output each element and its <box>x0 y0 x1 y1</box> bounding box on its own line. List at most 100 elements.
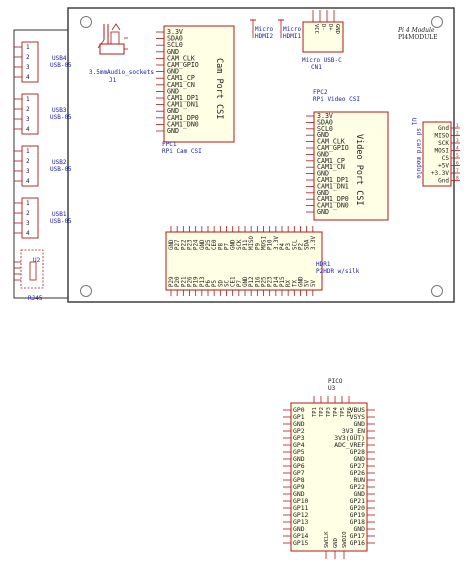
pico-bottom-pin-label: SWDIO <box>342 531 348 548</box>
pico-right-pin-label: VSYS <box>350 413 366 421</box>
pico-right-pin-label: GP26 <box>350 469 366 477</box>
hdr-top-pin-label: P4 <box>280 243 286 250</box>
cam-port-body <box>163 25 235 143</box>
hdr-bottom-pin-label: P21 <box>181 276 187 287</box>
video-port-block: Video Port CSI FPC2 RPi Video CSI 3.3VSD… <box>306 89 389 221</box>
pico-top-pin-label: TP3 <box>326 407 332 417</box>
cam-pin-label: GND <box>167 127 179 135</box>
video-pin-label: CAM1_CP <box>317 157 345 165</box>
hdr-top-pin-label: P3 <box>286 243 292 250</box>
hdr-bottom-pin-label: GND <box>243 276 249 287</box>
hdr-bottom-pin-label: 5V <box>311 280 317 287</box>
usb-c-pin-label: D+ <box>327 24 333 31</box>
hdr-top-pin-label: GND <box>200 239 206 250</box>
usb-pin-number: 2 <box>26 210 30 217</box>
cam-pin-label: CAM1_DP0 <box>167 114 199 122</box>
usb-pin-number: 1 <box>26 200 30 207</box>
usb-pin-number: 1 <box>26 44 30 51</box>
hdr-top-pin-label: MISO <box>249 236 255 250</box>
hdr-bottom-pin-label: P16 <box>255 276 261 287</box>
pico-left-pin-label: GP0 <box>293 406 305 414</box>
hdr-top-pin-label: GND <box>231 239 237 250</box>
cam-pin-label: CAM1_DN1 <box>167 101 199 109</box>
pico-right-pin-label: GND <box>353 525 365 533</box>
mount-hole-bottom-left <box>80 285 92 297</box>
hdr-bottom-pin-label: P6 <box>206 280 212 287</box>
video-pin-label: CAM1_DP1 <box>317 176 349 184</box>
pico-right-pin-label: ADC_VREF <box>334 441 365 449</box>
mount-hole-top-right <box>431 16 443 28</box>
pico-right-pin-label: GP18 <box>350 518 366 526</box>
usb-pin-number: 2 <box>26 158 30 165</box>
hdr-bottom-pin-label: 5V <box>305 280 311 287</box>
usb-c-pin-label: GND <box>334 24 340 34</box>
usb-name: USB4 <box>52 55 67 62</box>
hdr-bottom-pin-label: P19 <box>194 276 200 287</box>
sd-card-title: sd card module <box>415 128 422 179</box>
port-stack-frame <box>13 29 69 299</box>
pico-right-pin-label: GP16 <box>350 539 366 547</box>
usb-pin-number: 3 <box>26 168 30 175</box>
gpio-header-name: P2HDR w/silk <box>316 268 360 275</box>
hdr-bottom-pin-label: P29 <box>169 276 175 287</box>
sd-pin-label: SCK <box>438 140 449 147</box>
pico-left-pin-label: GP8 <box>293 476 305 484</box>
sd-pin-number: 4 <box>456 146 459 152</box>
usb-pin-number: 3 <box>26 116 30 123</box>
usb-pin-number: 4 <box>26 74 30 81</box>
pico-left-pin-label: GP15 <box>293 539 309 547</box>
hdr-top-pin-label: MOSI <box>262 236 268 250</box>
video-pin-label: CAM1_DN0 <box>317 202 349 210</box>
hdr-top-pin-label: 3.3V <box>311 236 317 250</box>
sd-pin-number: 1 <box>456 123 459 129</box>
hdr-top-pin-label: CE0 <box>212 239 218 250</box>
hdr-bottom-pin-label: P23 <box>268 276 274 287</box>
audio-name: 3.5mmAudio_sockets <box>89 69 154 76</box>
pico-top-pin-label: TP1 <box>312 407 318 417</box>
sd-pin-label: CS <box>442 155 450 162</box>
sd-pin-label: Gnd <box>438 178 449 185</box>
cam-pin-label: CAM_CLK <box>167 54 195 62</box>
hdr-top-pin-label: P2 <box>299 243 305 250</box>
pico-left-pin-label: GP1 <box>293 413 305 421</box>
hdr-top-pin-label: P9 <box>255 243 261 250</box>
audio-socket: 3.5mmAudio_sockets J1 <box>89 23 154 84</box>
sd-pin-number: 2 <box>456 131 459 137</box>
video-pin-label: CAM_GPIO <box>317 144 349 152</box>
hdr-bottom-pin-label: TX <box>292 280 298 287</box>
pico-bottom-pin-label: GND <box>333 538 339 548</box>
pico-left-pin-label: GP3 <box>293 434 305 442</box>
sd-pin-number: 3 <box>456 138 459 144</box>
usb-pin-number: 4 <box>26 230 30 237</box>
sd-pin-label: Gnd <box>438 125 449 132</box>
hdr-top-pin-label: P7 <box>225 243 231 250</box>
pico-right-pin-label: GP20 <box>350 504 366 512</box>
pico-right-pin-label: GP27 <box>350 462 366 470</box>
pico-left-pin-label: GP14 <box>293 532 309 540</box>
usb-part: USB-05 <box>50 114 72 121</box>
sd-pin-number: 8 <box>456 176 459 182</box>
usb-c-pin-label: VCC <box>313 24 319 34</box>
cam-pin-label: GND <box>167 87 179 95</box>
pico-left-pin-label: GP5 <box>293 448 305 456</box>
pico-left-pin-label: GP2 <box>293 427 305 435</box>
hdr-bottom-pin-label: P7 <box>237 280 243 287</box>
hdr-bottom-pin-label: RX <box>286 280 292 287</box>
cam-port-title: Cam Port CSI <box>214 58 224 119</box>
hdr-bottom-pin-label: P12 <box>249 277 255 287</box>
pico-left-pin-label: GP4 <box>293 441 305 449</box>
usb-pin-number: 3 <box>26 64 30 71</box>
pico-right-pin-label: GND <box>353 455 365 463</box>
hdr-top-pin-label: P8 <box>218 243 224 250</box>
cam-pin-label: SCL0 <box>167 41 183 49</box>
usb-name: USB1 <box>52 211 67 218</box>
usb-part: USB-05 <box>50 218 72 225</box>
pico-left-pin-label: GP7 <box>293 469 305 477</box>
hdr-bottom-pin-label: P5 <box>212 280 218 287</box>
pico-left-pin-label: GP11 <box>293 504 309 512</box>
usb-c-name: Micro USB-C <box>302 57 342 64</box>
